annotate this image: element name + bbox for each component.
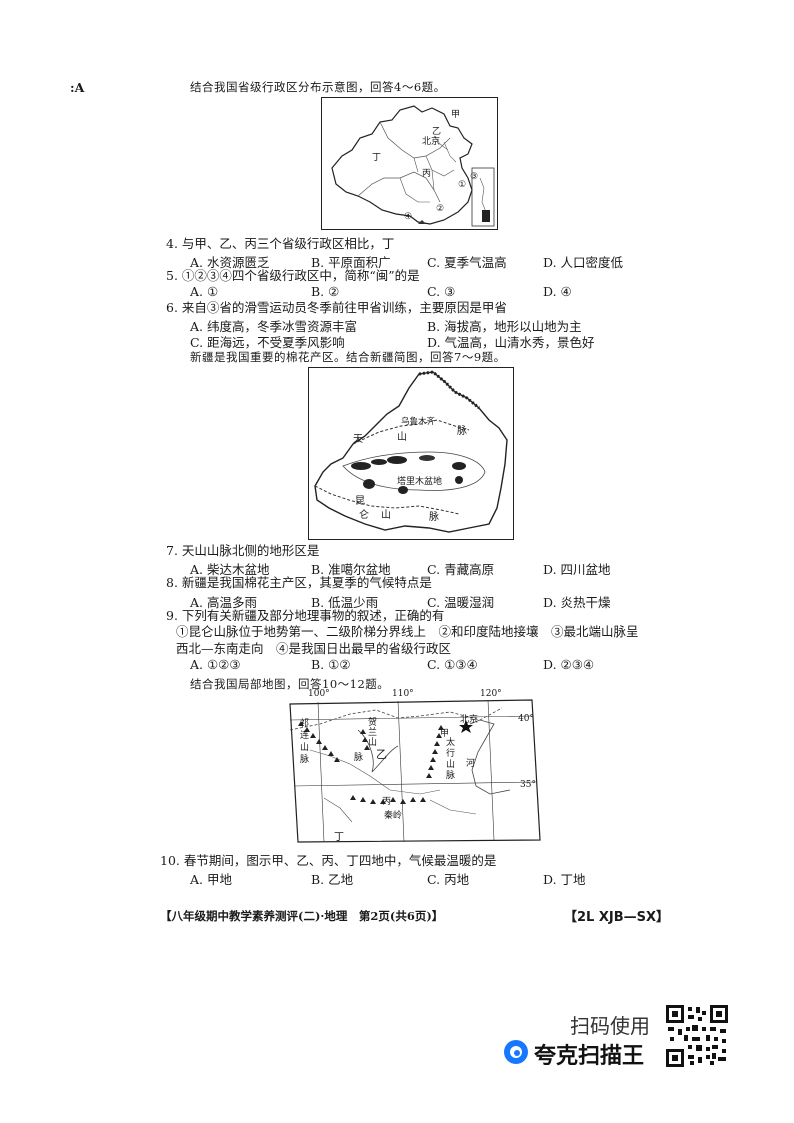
q9-option-c[interactable]: C. ①③④ [427,657,478,672]
map2-label-mai1: 脉 [457,426,467,437]
q9-option-b[interactable]: B. ①② [311,657,351,672]
quark-logo-icon [504,1040,528,1064]
q6-stem: 6. 来自③省的滑雪运动员冬季前往甲省训练，主要原因是甲省 [166,300,507,315]
scan-to-use-text: 扫码使用 [570,1014,650,1038]
q4-stem: 4. 与甲、乙、丙三个省级行政区相比，丁 [166,236,395,251]
footer-page-info: 【八年级期中教学素养测评(二)·地理 第2页(共6页)】 [160,909,444,923]
q10-option-d[interactable]: D. 丁地 [543,872,586,887]
q5-option-c[interactable]: C. ③ [427,284,456,299]
corner-mark: :A [70,80,85,95]
map3-label-lon110: 110° [392,689,414,699]
q10-option-a[interactable]: A. 甲地 [190,872,232,887]
q8-option-c[interactable]: C. 温暖湿润 [427,595,495,610]
q9-stem: 9. 下列有关新疆及部分地理事物的叙述，正确的有 [166,608,445,623]
map3-label-he: 河 [466,759,476,769]
q5-option-d[interactable]: D. ④ [543,284,572,299]
q4-option-d[interactable]: D. 人口密度低 [543,255,624,270]
map1-label-jia: 甲 [451,110,461,120]
q8-option-b[interactable]: B. 低温少雨 [311,595,379,610]
intro-4-6: 结合我国省级行政区分布示意图，回答4～6题。 [190,80,446,94]
map1-label-bing: 丙 [422,169,432,179]
map2-label-mai2: 脉 [429,512,439,523]
q8-stem: 8. 新疆是我国棉花主产区，其夏季的气候特点是 [166,575,432,590]
map3-label-qinling: 秦岭 [384,811,403,821]
q4-option-c[interactable]: C. 夏季气温高 [427,255,507,270]
map3-label-ding: 丁 [334,832,344,843]
map3-label-lon100: 100° [308,689,330,699]
map2-label-tarim: 塔里木盆地 [397,477,443,487]
map3-label-qilian: 祁连山脉 [300,719,310,765]
q10-stem: 10. 春节期间，图示甲、乙、丙、丁四地中，气候最温暖的是 [160,853,497,868]
q10-option-c[interactable]: C. 丙地 [427,872,470,887]
q6-option-a[interactable]: A. 纬度高，冬季冰雪资源丰富 [190,319,357,334]
map1-label-c3: ③ [470,172,479,182]
map1-label-c4: ④ [404,212,413,222]
q7-option-c[interactable]: C. 青藏高原 [427,562,495,577]
map3-label-lon120: 120° [480,689,502,699]
map3-label-yi: 乙 [376,748,387,761]
map3-label-beijing: 北京 [460,715,479,725]
china-province-map: 甲 乙 北京 丁 丙 ③ ① ② ④ [321,97,498,230]
map1-label-beijing: 北京 [422,137,441,147]
map1-label-yi: 乙 [432,127,442,137]
q5-option-b[interactable]: B. ② [311,284,340,299]
map3-label-taihang: 太行山脉 [446,738,456,781]
q9-option-a[interactable]: A. ①②③ [190,657,241,672]
q5-option-a[interactable]: A. ① [190,284,219,299]
intro-10-12: 结合我国局部地图，回答10～12题。 [190,677,390,691]
q10-option-b[interactable]: B. 乙地 [311,872,354,887]
q6-option-d[interactable]: D. 气温高，山清水秀，景色好 [427,335,595,350]
map2-label-urumqi: 乌鲁木齐 [401,417,436,427]
map2-label-lun: 仑 [359,510,369,521]
map1-label-ding: 丁 [372,153,382,163]
map1-label-c1: ① [458,180,467,190]
q9-statement-line1: ①昆仑山脉位于地势第一、二级阶梯分界线上 ②和印度陆地接壤 ③最北端山脉呈 [176,624,639,639]
partial-china-map: 100° 110° 120° 40° 35° 北京 甲 太行山脉 河 贺兰山 脉… [280,689,545,850]
q4-option-b[interactable]: B. 平原面积广 [311,255,391,270]
xinjiang-map: 乌鲁木齐 天 山 脉 塔里木盆地 昆 仑 山 脉 [308,367,514,540]
scanner-brand: 夸克扫描王 [534,1044,645,1069]
intro-7-9: 新疆是我国重要的棉花产区。结合新疆简图，回答7～9题。 [190,350,506,364]
map3-label-lat40: 40° [518,714,534,724]
q8-option-d[interactable]: D. 炎热干燥 [543,595,611,610]
q8-option-a[interactable]: A. 高温多雨 [190,595,257,610]
q5-stem: 5. ①②③④四个省级行政区中，简称“闽”的是 [166,268,420,283]
map3-label-mai: 脉 [354,753,364,763]
map2-label-shan2: 山 [381,510,391,521]
map2-label-tian: 天 [353,434,363,445]
map1-label-c2: ② [436,204,445,214]
q7-option-a[interactable]: A. 柴达木盆地 [190,562,270,577]
q7-stem: 7. 天山山脉北侧的地形区是 [166,543,320,558]
map3-label-helan: 贺兰山 [368,718,378,748]
map3-label-lat35: 35° [520,780,536,790]
qr-code-icon[interactable] [666,1005,728,1067]
q6-option-b[interactable]: B. 海拔高，地形以山地为主 [427,319,582,334]
q7-option-d[interactable]: D. 四川盆地 [543,562,611,577]
map3-label-jia: 甲 [440,729,450,739]
q7-option-b[interactable]: B. 准噶尔盆地 [311,562,391,577]
map2-label-shan: 山 [397,432,407,443]
q6-option-c[interactable]: C. 距海远，不受夏季风影响 [190,335,345,350]
q4-option-a[interactable]: A. 水资源匮乏 [190,255,270,270]
map2-label-kun: 昆 [355,496,365,507]
q9-statement-line2: 西北—东南走向 ④是我国日出最早的省级行政区 [176,641,452,656]
q9-option-d[interactable]: D. ②③④ [543,657,595,672]
footer-code: 【2L XJB—SX】 [564,910,670,925]
map3-label-bing: 丙 [382,797,392,807]
